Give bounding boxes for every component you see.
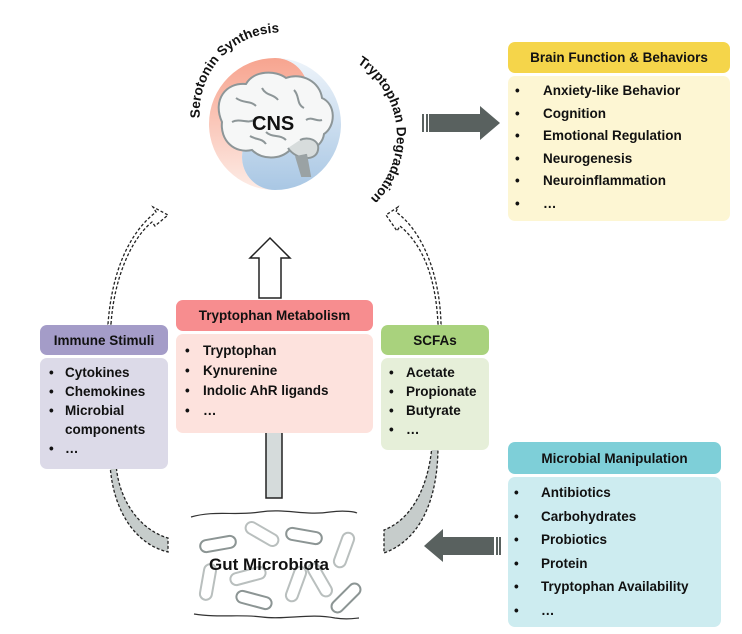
- list-item: •…: [185, 403, 217, 418]
- brain-function-title: Brain Function & Behaviors: [530, 50, 708, 65]
- microbe: [307, 562, 333, 598]
- cns-label: CNS: [252, 113, 295, 135]
- list-item: •Anxiety-like Behavior: [515, 83, 681, 98]
- list-item: •Cognition: [515, 105, 606, 121]
- microbe: [235, 589, 273, 611]
- list-item: •Protein: [514, 555, 588, 571]
- brain-function-header: Brain Function & Behaviors: [508, 42, 730, 73]
- microbe: [198, 563, 218, 601]
- microbial-manipulation-header: Microbial Manipulation: [508, 442, 721, 474]
- gut-microbiota-label: Gut Microbiota: [209, 555, 329, 574]
- immune-stimuli-body: •Cytokines •Chemokines •Microbial compon…: [40, 358, 168, 469]
- microbe: [332, 531, 356, 569]
- list-item: •Carbohydrates: [514, 508, 637, 524]
- tryptophan-metabolism-title: Tryptophan Metabolism: [198, 308, 351, 323]
- list-item: •Kynurenine: [185, 363, 278, 378]
- brain-function-body: •Anxiety-like Behavior •Cognition •Emoti…: [508, 76, 730, 221]
- left-arrow-icon: [424, 529, 501, 562]
- scfas-to-gut-curve: [383, 445, 439, 554]
- immune-stimuli-box: Immune Stimuli •Cytokines •Chemokines •M…: [40, 325, 168, 469]
- list-item: •Acetate: [389, 365, 455, 380]
- up-arrow-icon: [248, 236, 292, 299]
- scfas-to-cns-arrow: [385, 205, 442, 325]
- brain-function-box: Brain Function & Behaviors •Anxiety-like…: [508, 42, 730, 221]
- tryptophan-metabolism-body: •Tryptophan •Kynurenine •Indolic AhR lig…: [176, 334, 373, 433]
- microbe: [199, 534, 237, 554]
- list-item: •…: [389, 422, 420, 437]
- list-item: •Indolic AhR ligands: [185, 383, 329, 398]
- microbe: [285, 526, 323, 546]
- microbial-manipulation-body: •Antibiotics •Carbohydrates •Probiotics …: [508, 477, 721, 627]
- list-item: •Butyrate: [389, 403, 461, 418]
- brain-icon: [217, 71, 334, 177]
- microbial-manipulation-box: Microbial Manipulation •Antibiotics •Car…: [508, 442, 721, 627]
- tryptophan-metabolism-header: Tryptophan Metabolism: [176, 300, 373, 331]
- microbial-manipulation-title: Microbial Manipulation: [541, 450, 688, 466]
- list-item: •Microbial: [49, 403, 125, 418]
- scfas-body: •Acetate •Propionate •Butyrate •…: [381, 358, 489, 450]
- microbe: [229, 565, 267, 587]
- list-item: •Cytokines: [49, 365, 130, 380]
- list-item: •Antibiotics: [514, 485, 611, 500]
- list-item: •…: [515, 195, 557, 211]
- scfas-header: SCFAs: [381, 325, 489, 355]
- immune-stimuli-header: Immune Stimuli: [40, 325, 168, 355]
- list-item: •Emotional Regulation: [515, 128, 682, 143]
- immune-to-gut-curve: [109, 462, 169, 553]
- scfas-box: SCFAs •Acetate •Propionate •Butyrate •…: [381, 325, 489, 450]
- tryptophan-metabolism-box: Tryptophan Metabolism •Tryptophan •Kynur…: [176, 300, 373, 433]
- list-item: •…: [49, 441, 79, 456]
- list-item: •Probiotics: [514, 532, 608, 547]
- microbes: [198, 521, 362, 614]
- microbe: [244, 521, 280, 547]
- immune-to-cns-arrow: [107, 205, 170, 325]
- list-item: •Propionate: [389, 384, 477, 399]
- right-arrow-icon: [422, 106, 500, 140]
- microbe: [284, 565, 308, 603]
- gut-lining: [190, 510, 360, 620]
- list-item: •Neurogenesis: [515, 150, 633, 166]
- list-item: •Neuroinflammation: [515, 173, 667, 188]
- immune-stimuli-title: Immune Stimuli: [53, 332, 155, 348]
- degradation-arc-label: Tryptophan Degradation: [355, 53, 409, 207]
- microbe: [330, 582, 362, 614]
- list-item: components: [65, 422, 146, 437]
- gut-to-tryptophan-shaft: [265, 431, 283, 499]
- list-item: •…: [514, 602, 555, 618]
- scfas-title: SCFAs: [413, 332, 457, 348]
- list-item: •Tryptophan: [185, 343, 277, 358]
- list-item: •Tryptophan Availability: [514, 579, 689, 594]
- list-item: •Chemokines: [49, 384, 146, 399]
